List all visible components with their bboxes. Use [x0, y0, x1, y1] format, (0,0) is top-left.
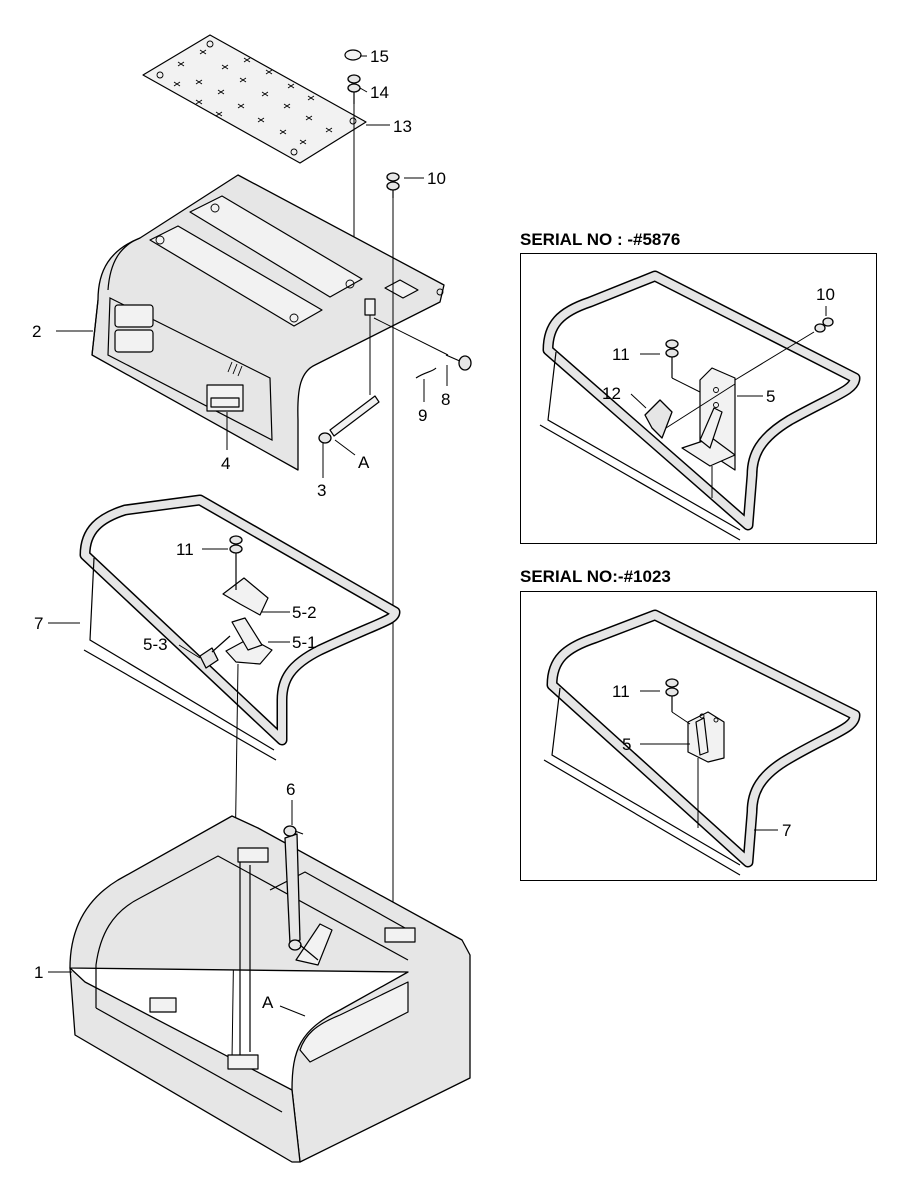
- callout-a-top: A: [358, 453, 370, 472]
- inset-bottom-box: [520, 591, 877, 881]
- callout-5-2: 5-2: [292, 603, 317, 622]
- callout-1: 1: [34, 963, 43, 982]
- rubber-cap-15: [344, 49, 362, 61]
- gas-spring-6: [283, 825, 319, 961]
- callout-3: 3: [317, 481, 326, 500]
- callout-a-bottom: A: [262, 993, 274, 1012]
- anti-slip-pattern: [173, 49, 333, 145]
- top-cover: [91, 174, 445, 471]
- step-plate: [142, 34, 367, 164]
- callout-10: 10: [427, 169, 446, 188]
- callout-5-3: 5-3: [143, 635, 168, 654]
- pin-8: [445, 354, 472, 371]
- inset-bottom-artwork: [543, 609, 861, 876]
- hinge-rod-3: [318, 395, 380, 444]
- inset-bottom-heading: SERIAL NO:-#1023: [520, 567, 671, 586]
- callout-11: 11: [176, 540, 194, 559]
- seat-latch-bracket: [199, 535, 273, 669]
- bolt-14: [347, 74, 361, 104]
- inset-top-callout-11: 11: [612, 345, 630, 364]
- base-frame: [69, 815, 471, 1163]
- callout-7: 7: [34, 614, 43, 633]
- callout-8: 8: [441, 390, 450, 409]
- callout-2: 2: [32, 322, 41, 341]
- inset-top-artwork: [539, 270, 861, 541]
- inset-bottom-callout-7: 7: [782, 821, 791, 840]
- callout-5-1: 5-1: [292, 633, 317, 652]
- callout-13: 13: [393, 117, 412, 136]
- inset-top-callout-12: 12: [602, 384, 621, 403]
- callout-15: 15: [370, 47, 389, 66]
- inset-top-callout-5: 5: [766, 387, 775, 406]
- bolt-10: [386, 172, 400, 198]
- clip-9: [415, 367, 437, 379]
- inset-top-heading: SERIAL NO : -#5876: [520, 230, 681, 249]
- callout-6: 6: [286, 780, 295, 799]
- callout-14: 14: [370, 83, 389, 102]
- seat-frame: [79, 494, 401, 761]
- inset-bottom-callout-5: 5: [622, 735, 631, 754]
- inset-top-callout-10: 10: [816, 285, 835, 304]
- callout-9: 9: [418, 406, 427, 425]
- inset-bottom-callout-11: 11: [612, 682, 630, 701]
- callout-4: 4: [221, 454, 230, 473]
- inset-top-box: [520, 253, 877, 544]
